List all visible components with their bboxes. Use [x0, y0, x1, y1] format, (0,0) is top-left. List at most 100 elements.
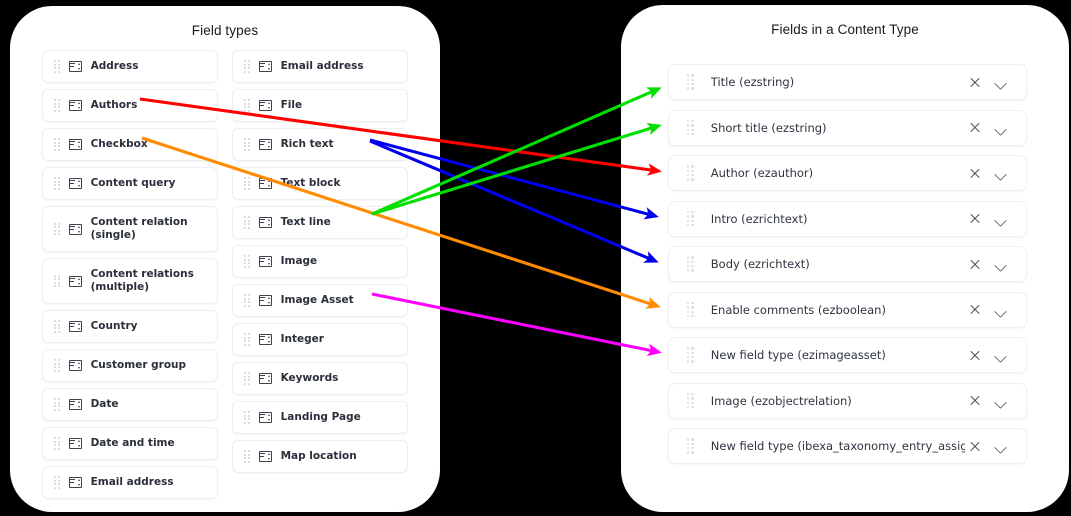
close-icon[interactable] — [965, 254, 985, 274]
field-type-card[interactable]: Landing Page — [232, 401, 408, 434]
drag-handle-icon[interactable] — [244, 138, 250, 151]
field-type-card[interactable]: Image — [232, 245, 408, 278]
field-type-icon — [68, 438, 82, 449]
content-type-field-row[interactable]: Image (ezobjectrelation) — [668, 382, 1027, 419]
drag-handle-icon[interactable] — [244, 294, 250, 307]
field-type-icon — [68, 399, 82, 410]
field-type-card[interactable]: Integer — [232, 323, 408, 356]
field-type-card[interactable]: Rich text — [232, 128, 408, 161]
content-type-field-row[interactable]: New field type (ezimageasset) — [668, 337, 1027, 373]
field-type-label: Email address — [90, 475, 174, 488]
content-type-field-row[interactable]: Author (ezauthor) — [668, 155, 1027, 191]
drag-handle-icon[interactable] — [54, 177, 60, 190]
field-type-card[interactable]: Checkbox — [42, 128, 218, 161]
drag-handle-icon[interactable] — [54, 398, 60, 411]
drag-handle-icon[interactable] — [54, 320, 60, 333]
field-type-label: Text block — [280, 176, 341, 189]
drag-handle-icon[interactable] — [54, 359, 60, 372]
close-icon[interactable] — [965, 72, 985, 92]
close-icon[interactable] — [965, 300, 985, 320]
field-type-label: Content query — [90, 176, 176, 189]
drag-handle-icon[interactable] — [54, 274, 60, 288]
close-icon[interactable] — [965, 436, 985, 456]
drag-handle-icon[interactable] — [244, 60, 250, 73]
chevron-down-icon[interactable] — [990, 300, 1012, 320]
drag-handle-icon[interactable] — [244, 216, 250, 229]
field-types-title: Field types — [191, 23, 259, 38]
drag-handle-icon[interactable] — [687, 301, 694, 318]
field-type-card[interactable]: Map location — [232, 440, 408, 473]
close-icon[interactable] — [965, 118, 985, 138]
drag-handle-icon[interactable] — [687, 256, 694, 272]
field-type-card[interactable]: Content relations (multiple) — [42, 258, 218, 304]
field-type-card[interactable]: Email address — [42, 466, 218, 499]
drag-handle-icon[interactable] — [687, 438, 694, 454]
drag-handle-icon[interactable] — [54, 138, 60, 151]
field-type-card[interactable]: Date — [42, 388, 218, 421]
drag-handle-icon[interactable] — [244, 333, 250, 346]
drag-handle-icon[interactable] — [54, 222, 60, 236]
field-type-card[interactable]: Customer group — [42, 349, 218, 382]
chevron-down-icon[interactable] — [990, 163, 1012, 183]
field-type-label: File — [280, 98, 303, 111]
field-type-card[interactable]: Text line — [232, 206, 408, 239]
content-type-field-row[interactable]: New field type (ibexa_taxonomy_entry_ass… — [668, 428, 1027, 464]
field-type-card[interactable]: Country — [42, 310, 218, 343]
field-type-card[interactable]: File — [232, 89, 408, 122]
drag-handle-icon[interactable] — [687, 392, 694, 409]
drag-handle-icon[interactable] — [244, 450, 250, 463]
chevron-down-icon[interactable] — [990, 391, 1012, 411]
chevron-down-icon[interactable] — [990, 209, 1012, 229]
content-type-field-label: Body (ezrichtext) — [710, 257, 810, 271]
content-type-field-row[interactable]: Intro (ezrichtext) — [668, 200, 1027, 237]
field-type-label: Rich text — [280, 137, 334, 150]
chevron-down-icon[interactable] — [990, 254, 1012, 274]
close-icon[interactable] — [965, 209, 985, 229]
content-type-field-row[interactable]: Body (ezrichtext) — [668, 246, 1027, 282]
content-type-field-row[interactable]: Enable comments (ezboolean) — [668, 291, 1027, 328]
close-icon[interactable] — [965, 163, 985, 183]
content-type-field-row[interactable]: Title (ezstring) — [668, 64, 1027, 100]
field-type-icon — [68, 477, 82, 488]
field-type-card[interactable]: Image Asset — [232, 284, 408, 317]
drag-handle-icon[interactable] — [687, 74, 694, 90]
drag-handle-icon[interactable] — [244, 177, 250, 190]
drag-handle-icon[interactable] — [54, 476, 60, 489]
chevron-down-icon[interactable] — [990, 345, 1012, 365]
drag-handle-icon[interactable] — [687, 165, 694, 181]
field-type-card[interactable]: Content query — [42, 167, 218, 200]
drag-handle-icon[interactable] — [687, 119, 694, 136]
close-icon[interactable] — [965, 391, 985, 411]
chevron-down-icon[interactable] — [990, 436, 1012, 456]
field-type-card[interactable]: Email address — [232, 50, 408, 83]
drag-handle-icon[interactable] — [244, 411, 250, 424]
content-type-field-label: Enable comments (ezboolean) — [710, 302, 886, 317]
field-type-card[interactable]: Authors — [42, 89, 218, 122]
field-type-card[interactable]: Keywords — [232, 362, 408, 395]
drag-handle-icon[interactable] — [244, 255, 250, 268]
drag-handle-icon[interactable] — [244, 99, 250, 112]
drag-handle-icon[interactable] — [244, 372, 250, 385]
chevron-down-icon[interactable] — [990, 118, 1012, 138]
field-type-icon — [68, 275, 82, 287]
drag-handle-icon[interactable] — [687, 347, 694, 363]
field-type-card[interactable]: Address — [42, 50, 218, 83]
content-type-field-row[interactable]: Short title (ezstring) — [668, 109, 1027, 146]
field-type-card[interactable]: Date and time — [42, 427, 218, 460]
content-type-field-label: Short title (ezstring) — [710, 120, 827, 135]
drag-handle-icon[interactable] — [54, 99, 60, 112]
field-type-label: Landing Page — [280, 410, 361, 423]
chevron-down-icon[interactable] — [990, 72, 1012, 92]
field-type-icon — [258, 334, 272, 345]
field-type-card[interactable]: Content relation (single) — [42, 206, 218, 252]
close-icon[interactable] — [965, 345, 985, 365]
field-type-label: Authors — [90, 98, 138, 111]
drag-handle-icon[interactable] — [54, 60, 60, 73]
content-type-field-label: New field type (ibexa_taxonomy_entry_ass… — [710, 439, 965, 453]
field-type-card[interactable]: Text block — [232, 167, 408, 200]
drag-handle-icon[interactable] — [54, 437, 60, 450]
drag-handle-icon[interactable] — [687, 210, 694, 227]
